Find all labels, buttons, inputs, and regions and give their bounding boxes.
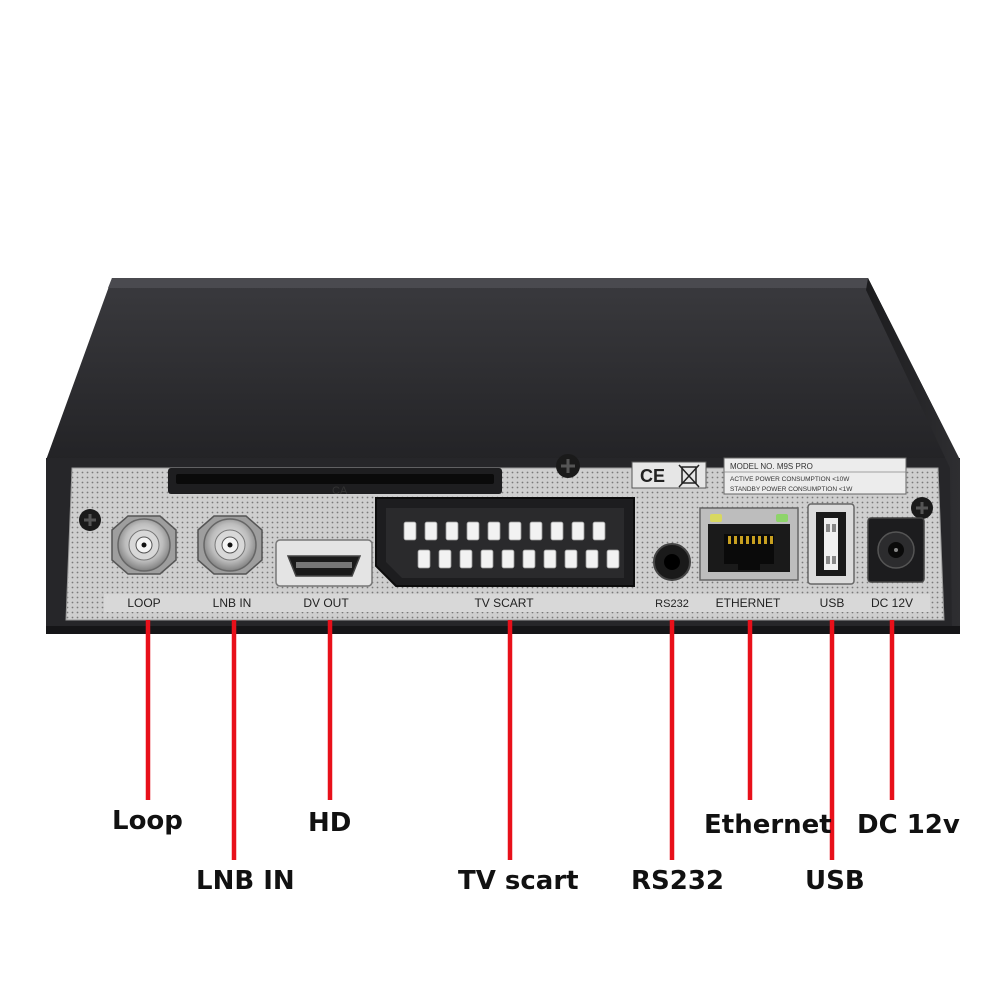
loop-label: LOOP <box>127 596 160 610</box>
scart-pin <box>466 521 480 541</box>
tv-scart-callout: TV scart <box>458 866 579 896</box>
ce-mark: CE <box>640 466 665 486</box>
scart-pin <box>501 549 515 569</box>
dc-power-jack <box>867 517 925 583</box>
screw-icon <box>911 497 933 519</box>
ca-slot-opening <box>176 474 494 484</box>
case-top-rim <box>108 278 872 288</box>
rear-panel: CA CE MODEL NO. M9S PRO ACTIVE POWER CON… <box>65 454 945 621</box>
scart-pin <box>403 521 417 541</box>
scart-pin <box>459 549 473 569</box>
usb-label: USB <box>820 596 845 610</box>
rs232-callout: RS232 <box>631 866 725 896</box>
standby-power-text: STANDBY POWER CONSUMPTION <1W <box>730 486 853 493</box>
hdmi-port <box>275 539 373 587</box>
usb-port <box>807 503 855 585</box>
scart-pin <box>487 521 501 541</box>
active-power-text: ACTIVE POWER CONSUMPTION <10W <box>730 476 850 483</box>
scart-pin <box>564 549 578 569</box>
ethernet-callout: Ethernet <box>704 810 832 840</box>
hd-callout: HD <box>308 808 352 838</box>
led-indicator <box>710 514 722 522</box>
lnb-in-label: LNB IN <box>213 596 252 610</box>
loop-f-connector <box>111 515 177 575</box>
scart-pin <box>529 521 543 541</box>
scart-pin <box>592 521 606 541</box>
scart-pin <box>424 521 438 541</box>
callout-lines <box>145 620 895 860</box>
lnb-in-callout: LNB IN <box>196 866 295 896</box>
screw-icon <box>556 454 580 478</box>
tv-scart-label: TV SCART <box>474 596 534 610</box>
scart-pin <box>543 549 557 569</box>
dv-out-label: DV OUT <box>303 596 349 610</box>
scart-pin <box>571 521 585 541</box>
model-number: MODEL NO. M9S PRO <box>730 462 813 471</box>
loop-callout: Loop <box>112 806 183 836</box>
scart-pin <box>438 549 452 569</box>
ethernet-label: ETHERNET <box>716 596 781 610</box>
scart-pin <box>417 549 431 569</box>
scart-pin <box>550 521 564 541</box>
scart-pin <box>480 549 494 569</box>
scart-pin <box>606 549 620 569</box>
case-bottom-edge <box>46 626 960 634</box>
scart-pin <box>508 521 522 541</box>
led-indicator <box>776 514 788 522</box>
scart-port <box>375 497 635 587</box>
screw-icon <box>79 509 101 531</box>
usb-callout: USB <box>805 866 865 896</box>
lnb-in-f-connector <box>197 515 263 575</box>
label-strip <box>104 594 930 612</box>
dc-12v-callout: DC 12v <box>857 810 960 840</box>
rs232-label: RS232 <box>655 598 689 610</box>
dc-12v-label: DC 12V <box>871 596 913 610</box>
scart-pin <box>585 549 599 569</box>
scart-pins <box>403 521 620 569</box>
ethernet-port <box>699 507 799 581</box>
rs232-jack <box>653 543 691 581</box>
scart-pin <box>445 521 459 541</box>
scart-pin <box>522 549 536 569</box>
model-label: MODEL NO. M9S PRO ACTIVE POWER CONSUMPTI… <box>723 457 907 495</box>
weee-bin-icon <box>678 464 700 488</box>
ca-label: CA <box>332 485 348 497</box>
case-top <box>46 278 960 460</box>
